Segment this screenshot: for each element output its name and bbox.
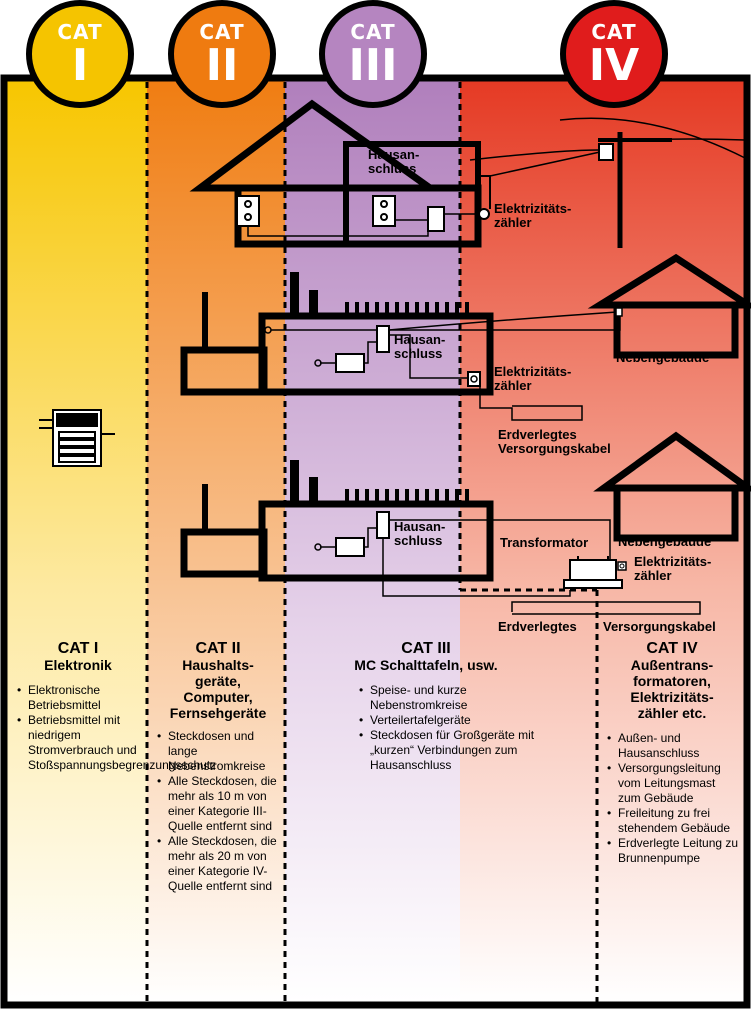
transformer-label: Transformator xyxy=(500,535,589,550)
cat2-list: Steckdosen und lange Nebenstromkreise Al… xyxy=(154,729,282,894)
printer-icon xyxy=(39,409,115,467)
list-item: Steckdosen und lange Nebenstromkreise xyxy=(157,729,282,774)
cat1-list: Elektronische Betriebsmittel Betriebsmit… xyxy=(14,683,216,773)
badge-cat-label: CAT xyxy=(591,20,637,44)
cat3-title: CAT III xyxy=(401,640,451,657)
list-item: Elektronische Betriebsmittel xyxy=(17,683,142,713)
outbuilding-label-1: Nebengebäude xyxy=(616,350,710,365)
cat4-title: CAT IV xyxy=(646,640,698,657)
cat2-description: CAT II Haushalts- geräte, Computer, Fern… xyxy=(154,640,282,894)
list-item: Alle Steckdosen, die mehr als 20 m von e… xyxy=(157,834,282,894)
list-item: Außen- und Hausanschluss xyxy=(607,731,740,761)
meter-label-top: Elektrizitäts- zähler xyxy=(494,201,572,230)
cat1-badge: CAT I xyxy=(26,0,134,108)
cat4-list: Außen- und Hausanschluss Versorgungsleit… xyxy=(604,731,740,866)
meter-label-middle: Elektrizitäts- zähler xyxy=(494,364,572,393)
cat3-zone xyxy=(285,80,460,1002)
building-bottom xyxy=(180,460,701,615)
badge-number: I xyxy=(71,40,89,91)
buried-cable-label-1: Erdverlegtes Versorgungskabel xyxy=(498,427,611,456)
cat1-description: CAT I Elektronik Elektronische Betriebsm… xyxy=(14,640,216,773)
badge-cat-label: CAT xyxy=(57,20,103,44)
cat2-title: CAT II xyxy=(195,640,241,657)
outbuilding-1 xyxy=(587,253,751,359)
badge-number: IV xyxy=(588,40,640,91)
list-item: Alle Steckdosen, die mehr als 10 m von e… xyxy=(157,774,282,834)
hausanschluss-label-top: Hausan- schluss xyxy=(368,147,420,176)
cat1-subtitle: Elektronik xyxy=(44,657,112,673)
badge-cat-label: CAT xyxy=(199,20,245,44)
cat3-description: CAT III MC Schalttafeln, usw. Speise- un… xyxy=(296,640,556,773)
cat4-subtitle: Außentrans- formatoren, Elektrizitäts- z… xyxy=(630,657,714,721)
outbuilding-2 xyxy=(593,431,751,542)
transformer xyxy=(563,556,627,589)
list-item: Speise- und kurze Nebenstromkreise xyxy=(359,683,560,713)
building-middle xyxy=(180,272,621,421)
badge-number: II xyxy=(205,40,239,91)
buried-cable-label-2a: Erdverlegtes xyxy=(498,619,577,634)
house-top xyxy=(189,99,601,248)
list-item: Freileitung zu frei stehendem Gebäude xyxy=(607,806,740,836)
cat4-description: CAT IV Außentrans- formatoren, Elektrizi… xyxy=(604,640,740,866)
cat4-badge: CAT IV xyxy=(560,0,668,108)
badge-cat-label: CAT xyxy=(350,20,396,44)
cat2-subtitle: Haushalts- geräte, Computer, Fernsehgerä… xyxy=(169,657,267,721)
meter-label-bottom: Elektrizitäts- zähler xyxy=(634,554,712,583)
cat1-title: CAT I xyxy=(57,640,99,657)
utility-pole xyxy=(469,117,746,248)
list-item: Versorgungsleitung vom Leitungsmast zum … xyxy=(607,761,740,806)
badge-number: III xyxy=(348,40,398,91)
cat3-badge: CAT III xyxy=(319,0,427,108)
list-item: Verteilertafelgeräte xyxy=(359,713,560,728)
list-item: Steckdosen für Großgeräte mit „kurzen“ V… xyxy=(359,728,560,773)
outbuilding-label-2: Nebengebäude xyxy=(618,534,712,549)
buried-cable-label-2b: Versorgungskabel xyxy=(603,619,716,634)
list-item: Erdverlegte Leitung zu Brunnenpumpe xyxy=(607,836,740,866)
cat2-badge: CAT II xyxy=(168,0,276,108)
cat3-subtitle: MC Schalttafeln, usw. xyxy=(354,657,498,673)
list-item: Betriebsmittel mit niedrigem Stromverbra… xyxy=(17,713,216,773)
hausanschluss-label-middle: Hausan- schluss xyxy=(394,332,446,361)
cat3-list: Speise- und kurze Nebenstromkreise Verte… xyxy=(356,683,560,773)
cat1-zone xyxy=(6,80,147,1002)
hausanschluss-label-bottom: Hausan- schluss xyxy=(394,519,446,548)
